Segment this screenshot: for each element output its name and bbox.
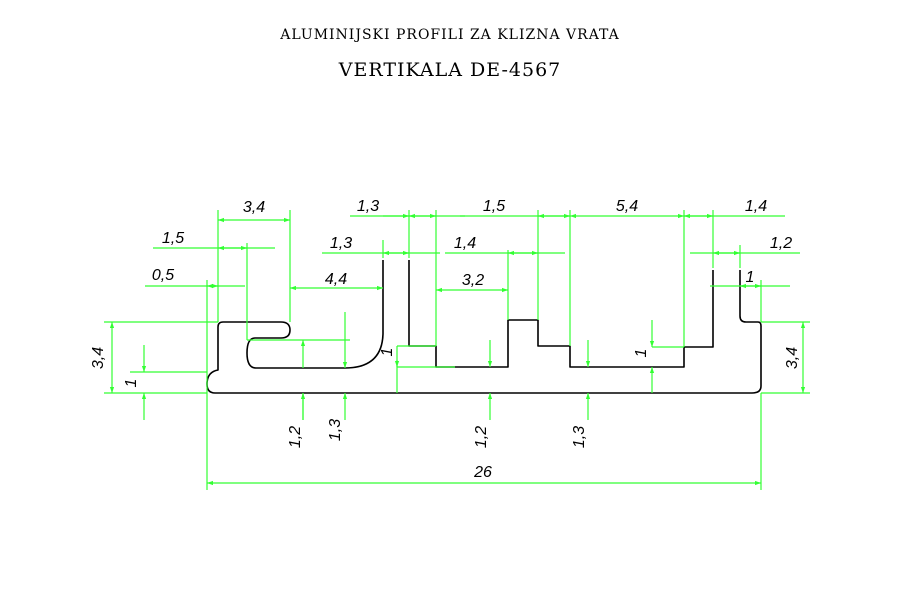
dim-label: 1,2 (473, 426, 490, 448)
profile-outline (206, 260, 762, 394)
dim-label: 1,5 (483, 198, 505, 215)
dim-label: 1,4 (745, 198, 767, 215)
dim-label: 0,5 (152, 267, 174, 284)
dim-label: 1,3 (330, 235, 352, 252)
dim-label: 1,2 (287, 426, 304, 448)
dim-label-overall: 26 (473, 464, 492, 481)
dim-label: 1,5 (162, 230, 184, 247)
drawing-title: VERTIKALA DE-4567 (338, 59, 562, 81)
dim-label: 1,3 (571, 426, 588, 448)
dim-label: 3,2 (462, 272, 484, 289)
drawing-subtitle: ALUMINIJSKI PROFILI ZA KLIZNA VRATA (280, 27, 620, 43)
dim-label: 3,4 (90, 347, 107, 369)
dim-label: 5,4 (616, 198, 638, 215)
dim-label: 1,3 (357, 198, 379, 215)
dim-label: 4,4 (325, 271, 347, 288)
dim-label: 1 (746, 269, 755, 286)
dimension-labels: 3,4 1,5 0,5 1,3 1,3 4,4 1,5 1,4 3,2 5,4 … (90, 198, 801, 481)
dim-label: 1 (123, 379, 140, 388)
dim-label: 1,2 (770, 235, 792, 252)
dim-label: 3,4 (243, 199, 265, 216)
dim-label: 1 (633, 349, 650, 358)
dim-label: 1,4 (454, 235, 476, 252)
dim-label: 1 (379, 348, 396, 357)
dim-label: 3,4 (784, 347, 801, 369)
dim-label: 1,3 (327, 419, 344, 441)
dimension-lines (104, 210, 810, 490)
